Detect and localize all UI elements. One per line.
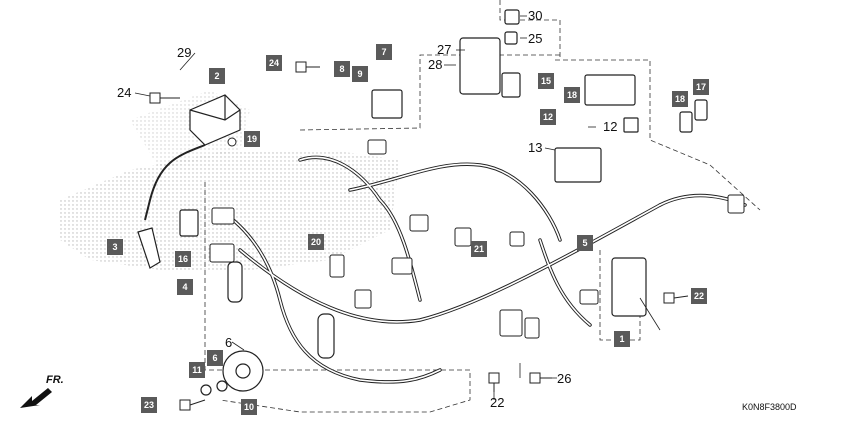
callout-box-7: 7 [376,44,392,60]
callout-box-19: 19 [244,131,260,147]
callout-27: 27 [437,42,452,57]
callout-box-9: 9 [352,66,368,82]
callout-25: 25 [528,31,543,46]
callout-30: 30 [528,8,543,23]
callout-24: 24 [117,85,132,100]
callout-28: 28 [428,57,443,72]
group-outline-main [204,182,471,413]
callout-box-20: 20 [308,234,324,250]
group-outline-switch [599,250,641,341]
callout-box-1: 1 [614,331,630,347]
callout-13: 13 [528,140,543,155]
callout-box-11: 11 [189,362,205,378]
callout-box-3: 3 [107,239,123,255]
callout-6: 6 [225,335,233,350]
callout-box-6: 6 [207,350,223,366]
callout-box-16: 16 [175,251,191,267]
callout-box-2: 2 [209,68,225,84]
callout-22: 22 [490,395,505,410]
callout-box-21: 21 [471,241,487,257]
callout-box-18b: 18 [672,91,688,107]
callout-box-12: 12 [540,109,556,125]
callout-box-5: 5 [577,235,593,251]
callout-12: 12 [603,119,618,134]
harness-down [538,238,592,327]
diagram-code: K0N8F3800D [742,402,797,412]
callout-box-8: 8 [334,61,350,77]
front-marker: FR. [46,374,64,386]
callout-box-17: 17 [693,79,709,95]
callout-box-24: 24 [266,55,282,71]
callout-box-15: 15 [538,73,554,89]
callout-box-4: 4 [177,279,193,295]
ignition-coil-art [144,94,241,221]
group-outline-relay [499,0,561,58]
callout-box-22: 22 [691,288,707,304]
callout-29: 29 [177,45,192,60]
callout-box-18: 18 [564,87,580,103]
callout-box-10: 10 [241,399,257,415]
front-arrow-icon [20,388,52,408]
callout-26: 26 [557,371,572,386]
group-outline-top [299,54,560,131]
callout-box-23: 23 [141,397,157,413]
